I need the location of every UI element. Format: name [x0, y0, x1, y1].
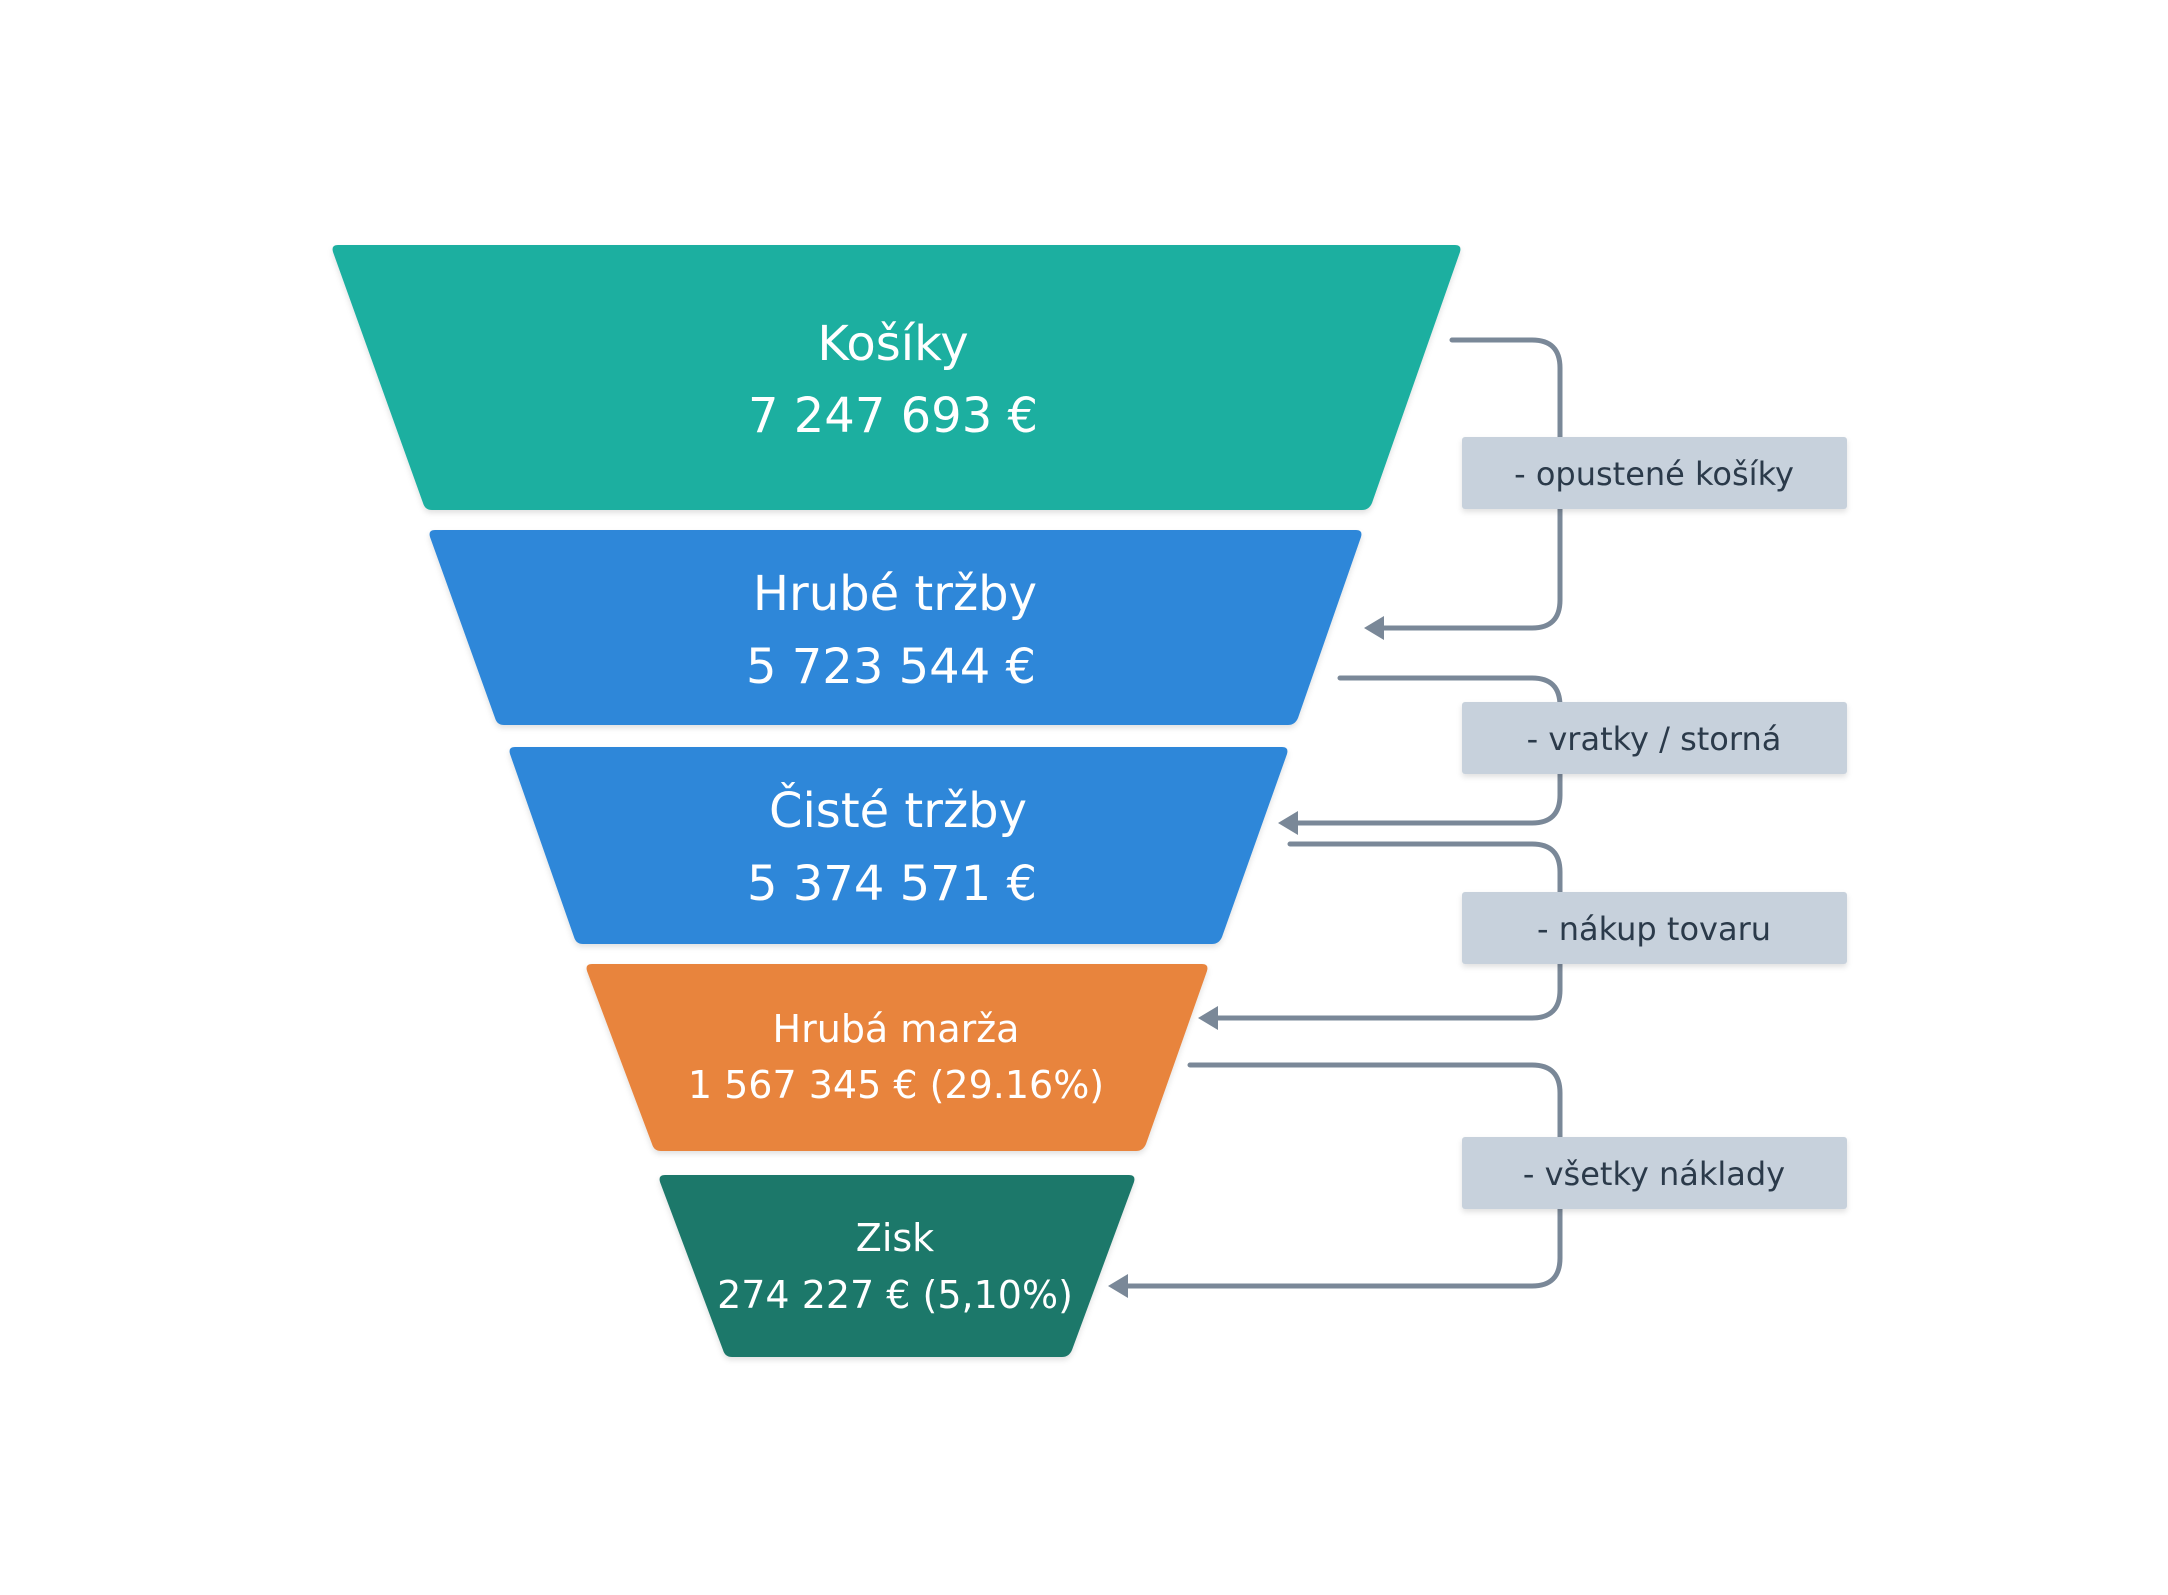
stage-title: Zisk [856, 1216, 934, 1260]
deduction-box [1462, 702, 1847, 774]
stage-value: 274 227 € (5,10%) [717, 1273, 1073, 1317]
deduction-label-nakup-tovaru: - nákup tovaru [1462, 892, 1847, 964]
deduction-text: - vratky / storná [1527, 720, 1782, 758]
funnel-stage-zisk: Zisk 274 227 € (5,10%) [659, 1175, 1135, 1357]
arrowhead-icon [1108, 1274, 1128, 1298]
arrowhead-icon [1364, 616, 1384, 640]
deduction-text: - všetky náklady [1523, 1155, 1785, 1193]
deduction-box [1462, 1137, 1847, 1209]
stage-shape [429, 530, 1362, 725]
deduction-box [1462, 892, 1847, 964]
stage-value: 7 247 693 € [748, 388, 1038, 444]
deduction-box [1462, 437, 1847, 509]
deduction-text: - nákup tovaru [1537, 910, 1771, 948]
stage-shape [586, 964, 1208, 1151]
stage-title: Čisté tržby [769, 782, 1027, 839]
stage-value: 5 723 544 € [746, 639, 1036, 695]
funnel-stage-hruba-marza: Hrubá marža 1 567 345 € (29.16%) [586, 964, 1208, 1151]
arrowhead-icon [1278, 811, 1298, 835]
arrowhead-icon [1198, 1006, 1218, 1030]
deduction-text: - opustené košíky [1514, 455, 1794, 493]
deduction-label-vsetky-naklady: - všetky náklady [1462, 1137, 1847, 1209]
stage-value: 1 567 345 € (29.16%) [688, 1063, 1104, 1107]
deduction-label-vratky-storna: - vratky / storná [1462, 702, 1847, 774]
stage-shape [659, 1175, 1135, 1357]
stage-shape [509, 747, 1288, 944]
stage-title: Hrubá marža [773, 1007, 1020, 1051]
stage-shape [332, 245, 1461, 510]
funnel-stage-kosiky: Košíky 7 247 693 € [332, 245, 1461, 510]
stage-title: Košíky [817, 316, 968, 372]
funnel-stage-ciste-trzby: Čisté tržby 5 374 571 € [509, 747, 1288, 944]
deduction-label-opustene-kosiky: - opustené košíky [1462, 437, 1847, 509]
funnel-stage-hrube-trzby: Hrubé tržby 5 723 544 € [429, 530, 1362, 725]
stage-value: 5 374 571 € [747, 856, 1037, 912]
stage-title: Hrubé tržby [753, 566, 1037, 622]
